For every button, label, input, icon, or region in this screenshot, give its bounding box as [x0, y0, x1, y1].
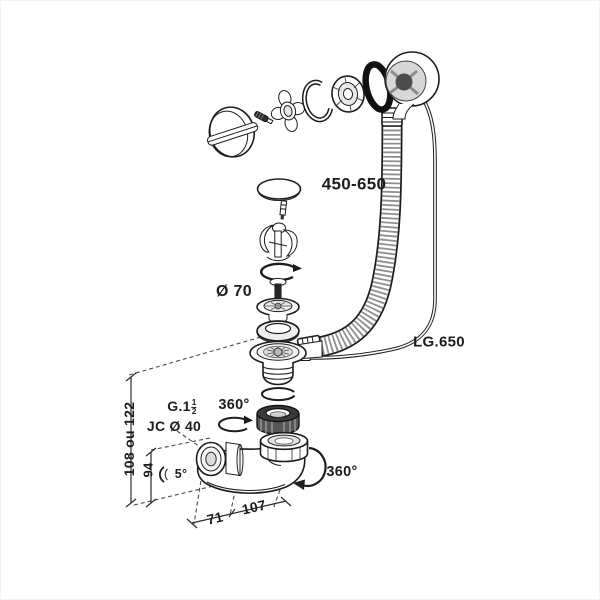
thread-prefix: G.1 [167, 397, 191, 414]
drain-diameter-label: Ø 70 [216, 283, 252, 300]
snap-ring [301, 79, 334, 123]
outlet-elbow [195, 431, 309, 494]
elbow-inlet-nut [259, 431, 309, 463]
fixing-screw [254, 111, 274, 125]
height-range-label: 108 ou 122 [121, 401, 137, 477]
compression-nut [256, 404, 300, 435]
overflow-bracket [270, 89, 306, 133]
rotation-top-label: 360° [218, 396, 250, 413]
height-94-label: 94 [140, 462, 156, 478]
cable-length-label: LG.650 [413, 333, 465, 351]
overflow-knob [207, 106, 259, 158]
strainer-flange [256, 297, 300, 324]
overflow-rosette [331, 75, 365, 113]
outlet-angle-label: 5° [174, 466, 188, 481]
offset-71-label: 71 [205, 508, 225, 528]
drain-gasket [261, 387, 296, 402]
seal-ring [256, 320, 300, 344]
overflow-elbow-head [384, 51, 440, 120]
angle-arc [158, 466, 168, 483]
drain-body [249, 340, 323, 386]
rotation-arrow-bottom [293, 446, 327, 490]
drain-plug-cap [256, 178, 302, 220]
stopper-mechanism [259, 222, 298, 262]
rotation-bottom-label: 360° [326, 463, 358, 480]
outlet-spec-label: JC Ø 40 [146, 418, 202, 434]
flexible-hose [296, 107, 403, 361]
rotation-arrow-top [218, 415, 253, 433]
split-ring [260, 262, 302, 282]
hose-length-label: 450-650 [321, 174, 387, 194]
